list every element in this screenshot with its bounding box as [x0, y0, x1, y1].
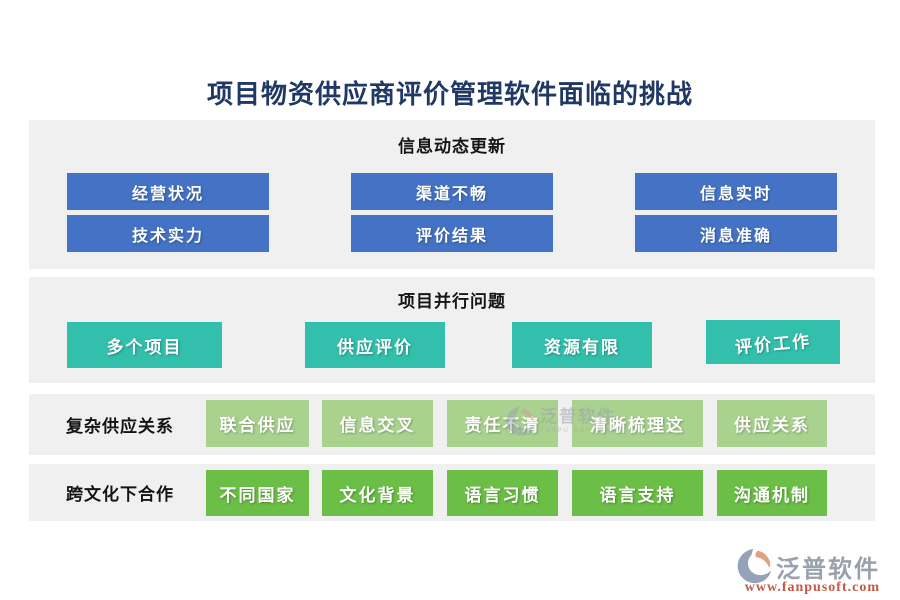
tag-clear-sorting: 清晰梳理这	[572, 400, 703, 447]
tag-cultural-background: 文化背景	[322, 470, 433, 516]
tag-supply-relationship: 供应关系	[717, 400, 827, 447]
section-cross-culture: 跨文化下合作 不同国家 文化背景 语言习惯 语言支持 沟通机制	[29, 464, 875, 521]
logo-swirl-accent	[755, 550, 771, 568]
section-cross-culture-label: 跨文化下合作	[66, 485, 174, 504]
tag-info-crossover: 信息交叉	[322, 400, 433, 447]
section-parallel-projects-header: 项目并行问题	[398, 292, 506, 311]
tag-language-support: 语言支持	[572, 470, 703, 516]
tag-technical-strength: 技术实力	[67, 215, 269, 252]
tag-joint-supply: 联合供应	[206, 400, 309, 447]
logo-swirl-primary	[737, 548, 772, 584]
section-complex-supply-label: 复杂供应关系	[66, 417, 174, 436]
tag-accurate-message: 消息准确	[635, 215, 837, 252]
section-info-update-header: 信息动态更新	[398, 137, 506, 156]
brand-name: 泛普软件	[776, 555, 880, 583]
tag-multiple-projects: 多个项目	[67, 322, 222, 368]
tag-evaluation-result: 评价结果	[351, 215, 553, 252]
section-info-update: 信息动态更新 经营状况 渠道不畅 信息实时 技术实力 评价结果 消息准确	[29, 120, 875, 269]
section-complex-supply: 复杂供应关系 联合供应 信息交叉 责任不清 清晰梳理这 供应关系	[29, 394, 875, 455]
tag-channel-blocked: 渠道不畅	[351, 173, 553, 210]
tag-limited-resources: 资源有限	[512, 322, 652, 368]
page-title: 项目物资供应商评价管理软件面临的挑战	[206, 79, 693, 109]
brand-logo: 泛普软件 www.fanpusoft.com	[736, 548, 880, 596]
brand-website: www.fanpusoft.com	[744, 580, 880, 595]
brand-logo-row: 泛普软件	[736, 548, 880, 584]
tag-operating-status: 经营状况	[67, 173, 269, 210]
tag-realtime-info: 信息实时	[635, 173, 837, 210]
section-parallel-projects: 项目并行问题 多个项目 供应评价 资源有限 评价工作	[29, 277, 875, 383]
tag-unclear-responsibility: 责任不清	[447, 400, 558, 447]
tag-different-countries: 不同国家	[206, 470, 309, 516]
fanpu-logo-icon	[737, 548, 772, 584]
tag-evaluation-work: 评价工作	[706, 320, 840, 364]
tag-communication-mechanism: 沟通机制	[717, 470, 827, 516]
tag-supply-evaluation: 供应评价	[305, 322, 445, 368]
tag-evaluation-work-label: 评价工作	[734, 331, 812, 357]
tag-language-habits: 语言习惯	[447, 470, 558, 516]
